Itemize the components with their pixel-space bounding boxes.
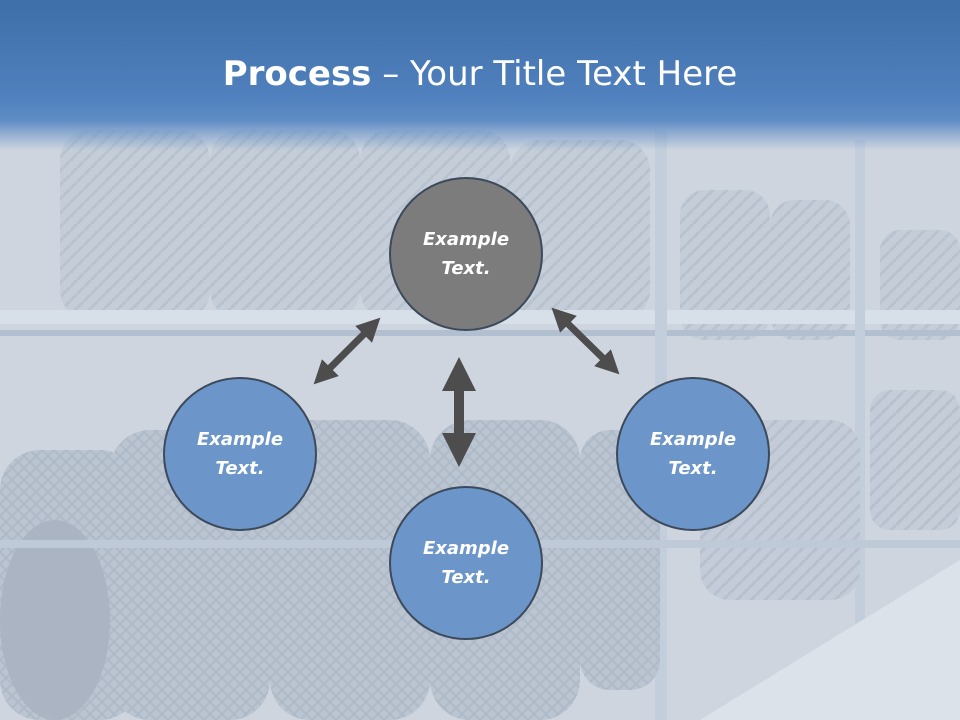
slide-title[interactable]: Process – Your Title Text Here bbox=[0, 52, 960, 96]
node-label-line2: Text. bbox=[668, 458, 718, 479]
title-text: – Your Title Text Here bbox=[371, 54, 738, 94]
process-node-top[interactable]: Example Text. bbox=[389, 177, 543, 331]
node-label-line1: Example bbox=[422, 229, 510, 250]
node-label-line2: Text. bbox=[441, 258, 491, 279]
double-arrow-top-right bbox=[551, 307, 620, 375]
title-bold-word: Process bbox=[222, 54, 372, 94]
node-label-line2: Text. bbox=[215, 458, 265, 479]
process-node-right[interactable]: Example Text. bbox=[616, 377, 770, 531]
process-node-bottom[interactable]: Example Text. bbox=[389, 486, 543, 640]
node-label-line2: Text. bbox=[441, 567, 491, 588]
node-label-line1: Example bbox=[196, 429, 284, 450]
node-label-line1: Example bbox=[422, 538, 510, 559]
process-node-left[interactable]: Example Text. bbox=[163, 377, 317, 531]
node-label-line1: Example bbox=[649, 429, 737, 450]
title-banner bbox=[0, 0, 960, 150]
double-arrow-top-left bbox=[313, 317, 381, 385]
